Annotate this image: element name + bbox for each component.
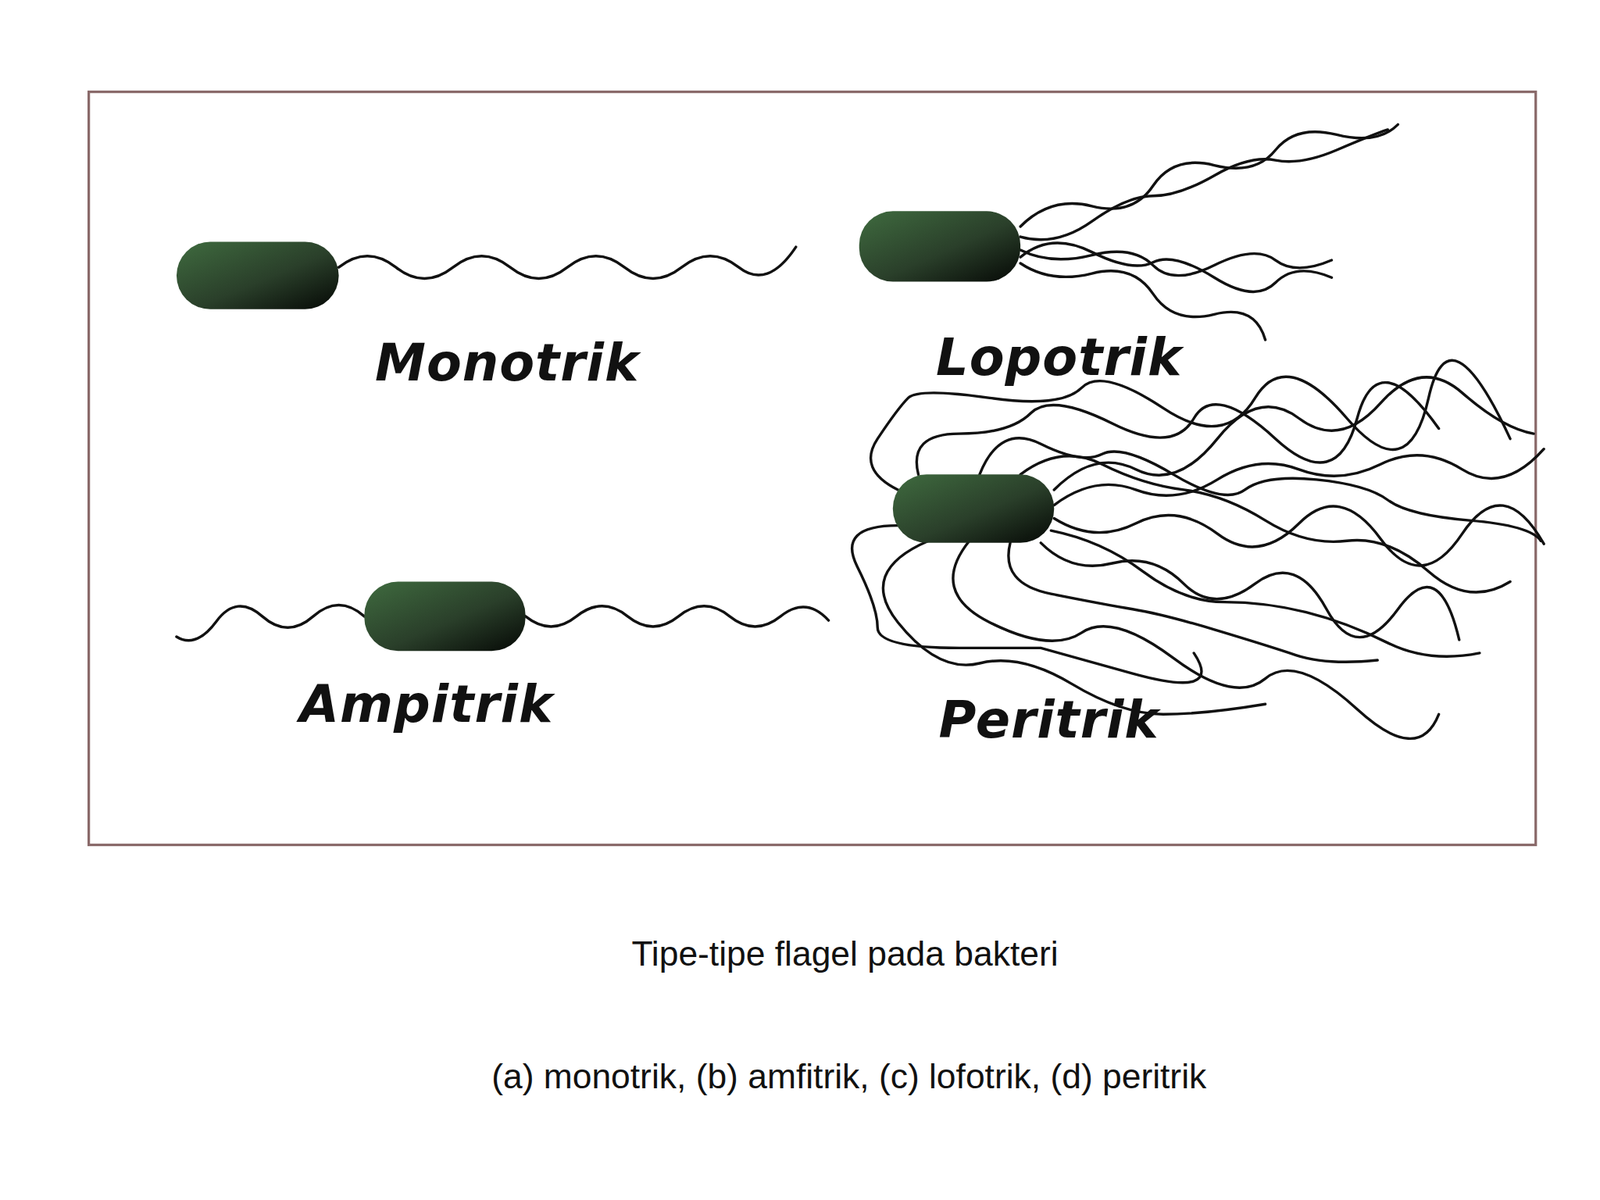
frame <box>89 92 1536 846</box>
flagellum <box>1008 542 1378 662</box>
flagellum <box>916 382 1439 475</box>
flagellum <box>882 540 1265 715</box>
type-label: Monotrik <box>375 332 640 393</box>
bacterium-cell <box>176 242 340 310</box>
type-label: Lopotrik <box>935 327 1183 387</box>
flagellum <box>1020 129 1388 240</box>
flagellum <box>1020 456 1511 593</box>
type-label: Peritrik <box>939 689 1160 750</box>
figure-caption: Tipe-tipe flagel pada bakteri <box>631 934 1058 974</box>
flagellum <box>1020 250 1332 276</box>
flagellum <box>1050 530 1480 657</box>
flagellum <box>1020 242 1332 292</box>
flagellum <box>852 525 1202 683</box>
flagella <box>176 124 1544 739</box>
flagellum <box>979 438 1541 542</box>
flagellum <box>176 605 365 641</box>
bacterium-cell <box>859 210 1021 282</box>
flagellum <box>1053 377 1534 490</box>
bacterium-cell <box>364 581 525 651</box>
bacteria-cells <box>176 210 1054 651</box>
caption-legend: (a) monotrik, (b) amfitrik, (c) lofotrik… <box>491 1057 1207 1097</box>
type-label: Ampitrik <box>299 674 554 734</box>
bacterium-cell <box>892 474 1054 543</box>
flagellum <box>525 606 829 627</box>
flagellum <box>339 246 797 279</box>
flagellum <box>1020 124 1398 227</box>
